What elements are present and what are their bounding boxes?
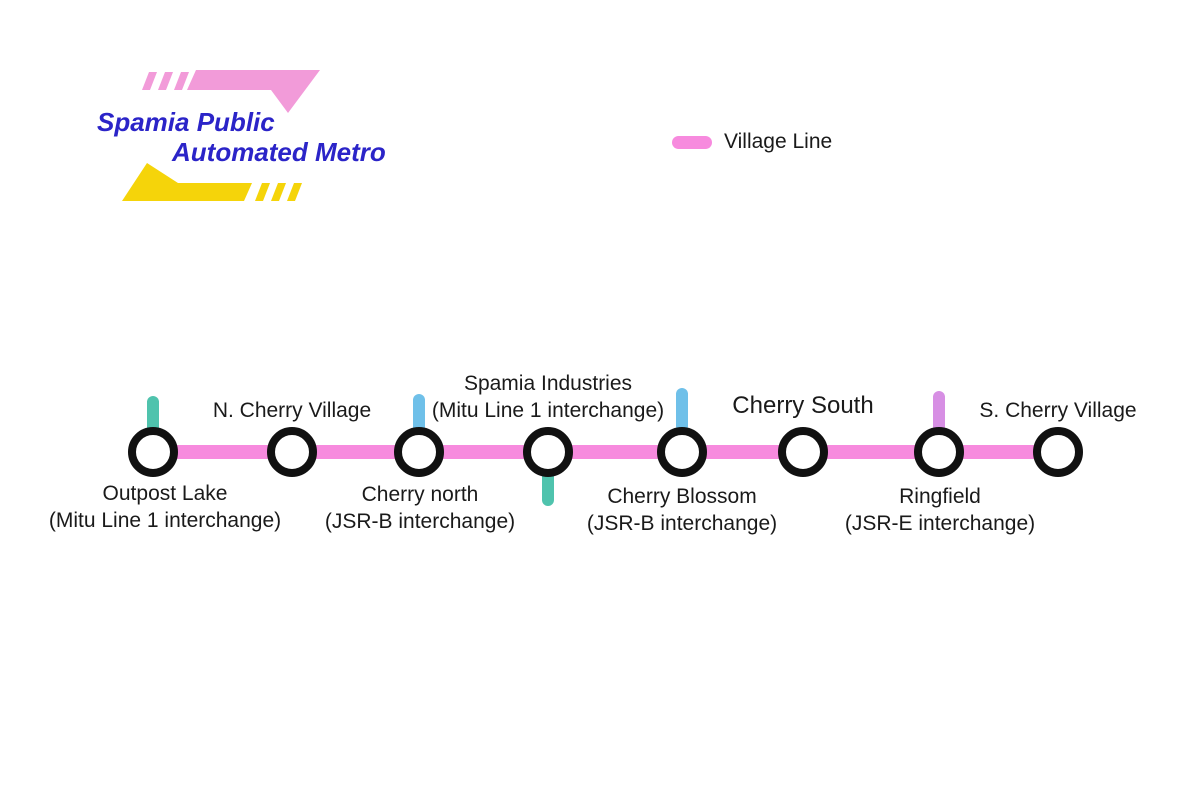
legend: Village Line [672, 130, 832, 154]
village-line-track [153, 445, 1058, 459]
station-name: Spamia Industries [463, 372, 633, 395]
station-subtitle: (Mitu Line 1 interchange) [431, 399, 665, 422]
station-label-cherry-south: Cherry South [732, 392, 873, 419]
station-label-outpost-lake: Outpost Lake (Mitu Line 1 interchange) [49, 480, 281, 534]
station-name: S. Cherry Village [979, 399, 1137, 422]
logo-yellow-slash-icon [255, 183, 270, 201]
logo-pink-slash-icon [158, 72, 173, 90]
station-name: Ringfield [899, 485, 981, 508]
logo-title-line1: Spamia Public [97, 107, 275, 137]
station-label-ringfield: Ringfield (JSR-E interchange) [845, 483, 1035, 537]
station-label-cherry-north: Cherry north (JSR-B interchange) [325, 481, 515, 535]
interchange-tick-outpost-lake [147, 396, 159, 436]
station-name: Cherry South [732, 392, 874, 419]
station-subtitle: (JSR-B interchange) [586, 512, 778, 535]
station-name: Cherry north [361, 483, 479, 506]
village-line-legend-label: Village Line [724, 130, 833, 153]
station-marker-cherry-blossom [657, 427, 707, 477]
logo-title-line2: Automated Metro [172, 137, 386, 167]
station-label-cherry-blossom: Cherry Blossom (JSR-B interchange) [587, 483, 777, 537]
station-marker-outpost-lake [128, 427, 178, 477]
station-label-s-cherry-village: S. Cherry Village [979, 397, 1136, 424]
station-label-spamia-industries: Spamia Industries (Mitu Line 1 interchan… [432, 370, 664, 424]
station-subtitle: (JSR-B interchange) [324, 510, 516, 533]
station-name: N. Cherry Village [212, 399, 372, 422]
logo-arrows-graphic [122, 70, 320, 201]
station-marker-spamia-industries [523, 427, 573, 477]
interchange-tick-ringfield [933, 391, 945, 433]
logo-pink-slash-icon [174, 72, 189, 90]
station-marker-ringfield [914, 427, 964, 477]
station-subtitle: (Mitu Line 1 interchange) [48, 509, 282, 532]
station-marker-n-cherry-village [267, 427, 317, 477]
logo-yellow-flag-icon [122, 163, 252, 201]
station-name: Cherry Blossom [607, 485, 757, 508]
logo-yellow-slash-icon [271, 183, 286, 201]
station-marker-s-cherry-village [1033, 427, 1083, 477]
station-marker-cherry-south [778, 427, 828, 477]
spam-logo: Spamia Public Automated Metro [85, 60, 405, 210]
interchange-tick-cherry-blossom [676, 388, 688, 432]
interchange-tick-cherry-north [413, 394, 425, 434]
logo-pink-flag-icon [187, 70, 320, 113]
station-label-n-cherry-village: N. Cherry Village [213, 397, 371, 424]
station-marker-cherry-north [394, 427, 444, 477]
logo-yellow-slash-icon [287, 183, 302, 201]
logo-pink-slash-icon [142, 72, 157, 90]
station-name: Outpost Lake [102, 482, 228, 505]
village-line-swatch [672, 135, 712, 149]
station-subtitle: (JSR-E interchange) [844, 512, 1036, 535]
